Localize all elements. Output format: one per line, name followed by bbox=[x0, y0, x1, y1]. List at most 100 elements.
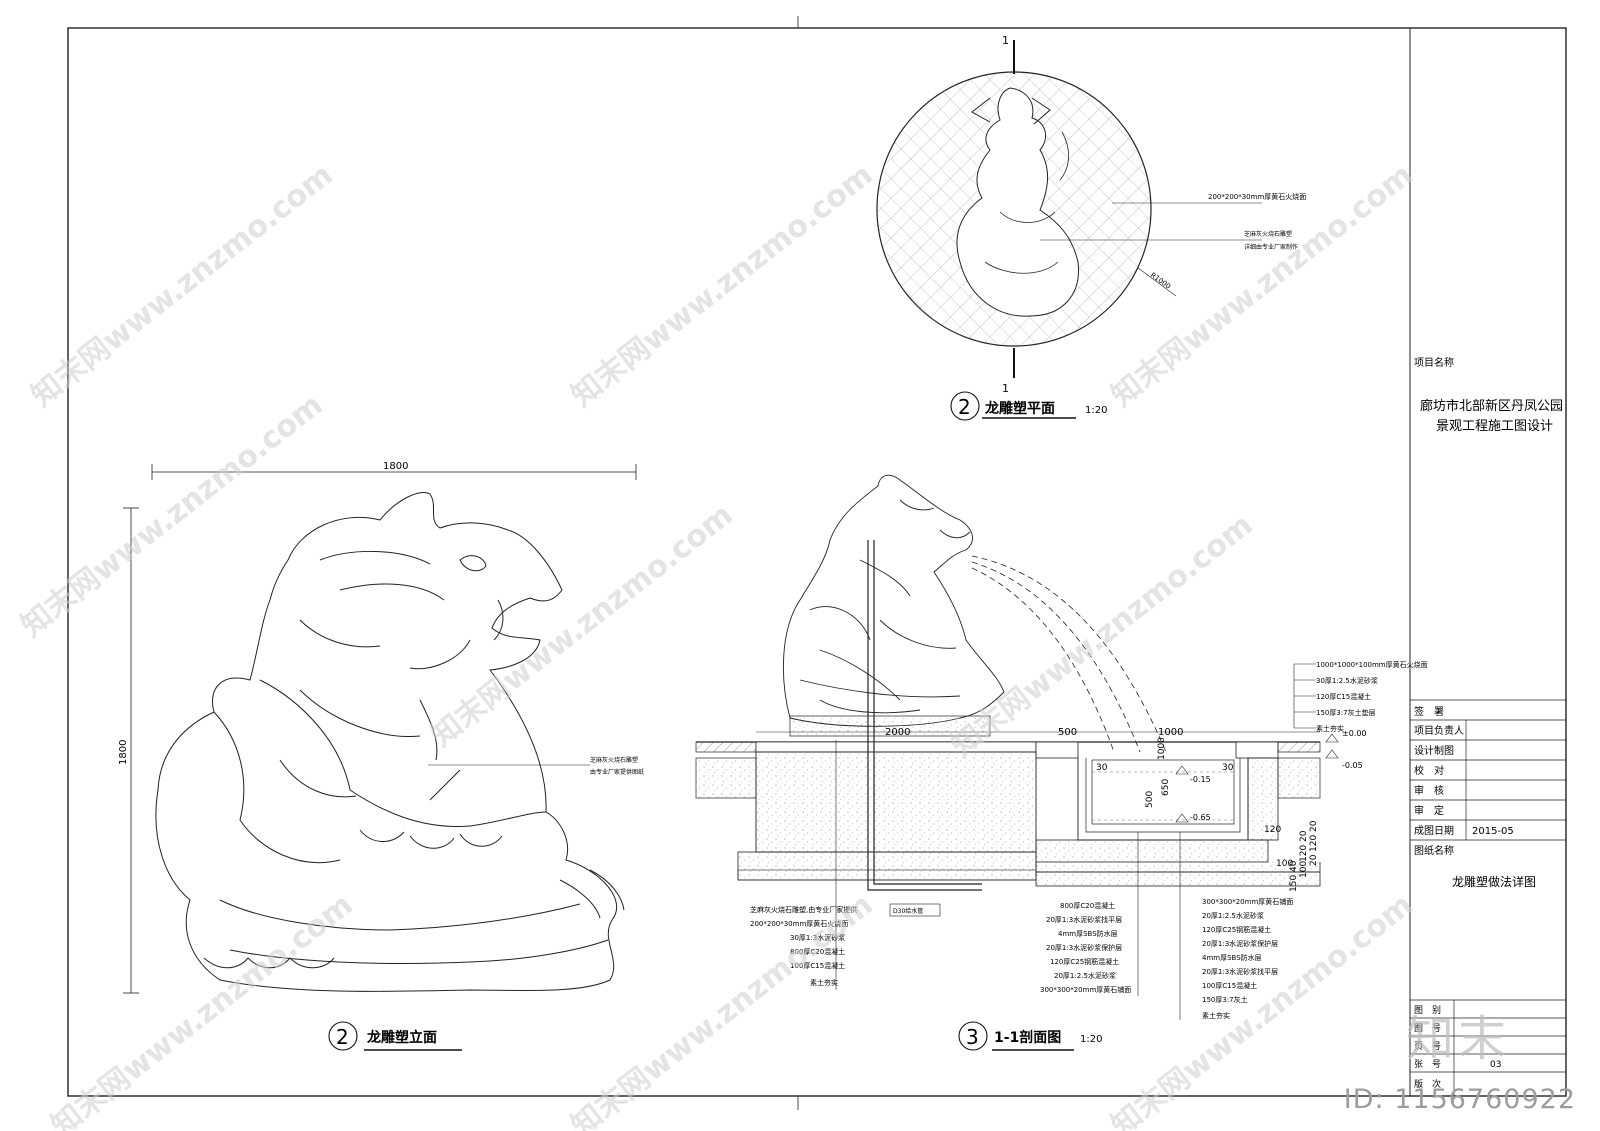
tb-row-3-label: 校 对 bbox=[1414, 764, 1444, 777]
brand-watermark: 知末 bbox=[1405, 1011, 1510, 1067]
ml-2: 20厚1:3水泥砂浆找平层 bbox=[1046, 915, 1122, 924]
ml-5: 120厚C25钢筋混凝土 bbox=[1050, 957, 1119, 966]
dim-30b: 30 bbox=[1222, 763, 1234, 773]
ll-4: 800厚C20混凝土 bbox=[790, 947, 845, 956]
dim-500v: 500 bbox=[1145, 791, 1155, 808]
section-side-dims: 30 30 500 650 1000 120 40 100 150 100 20… bbox=[1096, 737, 1319, 892]
dim-120a: 120 bbox=[1264, 825, 1281, 835]
elev-015: -0.15 bbox=[1190, 775, 1211, 784]
pl-9: 素土夯实 bbox=[1202, 1011, 1230, 1020]
section-title-num: 3 bbox=[966, 1025, 979, 1049]
plan-note-2: 芝麻灰火烧石雕塑 bbox=[1244, 230, 1292, 238]
tb-brow-3-value: 03 bbox=[1490, 1060, 1501, 1070]
ll-2: 200*200*30mm厚黄石火烧面 bbox=[750, 919, 848, 928]
title-block: 项目名称 廊坊市北部新区丹凤公园 景观工程施工图设计 签 署 项目负责人 设计制… bbox=[1410, 356, 1566, 1096]
image-id-label: ID: 1156760922 bbox=[1343, 1084, 1576, 1115]
tb-brow-0-label: 图 别 bbox=[1414, 1005, 1441, 1016]
ml-6: 20厚1:2.5水泥砂浆 bbox=[1054, 971, 1116, 980]
pl-1: 300*300*20mm厚黄石铺面 bbox=[1202, 897, 1293, 906]
plan-note-3: 详细由专业厂家制作 bbox=[1244, 243, 1298, 251]
plan-note-1: 200*200*30mm厚黄石火烧面 bbox=[1208, 192, 1306, 201]
section-mid-layers: 800厚C20混凝土 20厚1:3水泥砂浆找平层 4mm厚SBS防水层 20厚1… bbox=[1040, 832, 1139, 996]
pl-5: 4mm厚SBS防水层 bbox=[1202, 953, 1262, 962]
ll-5: 100厚C15混凝土 bbox=[790, 961, 845, 970]
plan-radius: R1000 bbox=[1149, 271, 1172, 291]
tb-sign-rows bbox=[1410, 719, 1566, 1096]
tb-brow-2-label: 页 号 bbox=[1414, 1041, 1441, 1052]
tb-project-name: 廊坊市北部新区丹凤公园 bbox=[1420, 398, 1563, 414]
tb-row-1-label: 项目负责人 bbox=[1414, 724, 1464, 737]
elev-note-1: 芝麻灰火烧石雕塑 bbox=[590, 756, 638, 764]
elev-height-dim: 1800 bbox=[118, 740, 129, 765]
ml-3: 4mm厚SBS防水层 bbox=[1058, 929, 1118, 938]
section-elevations: ±0.00 -0.05 -0.15 -0.65 bbox=[1175, 729, 1367, 823]
tb-drawing-name: 龙雕塑做法详图 bbox=[1452, 874, 1536, 889]
elev-005: -0.05 bbox=[1342, 761, 1363, 770]
dim-100b: 100 bbox=[1299, 861, 1309, 878]
pl-6: 20厚1:3水泥砂浆找平层 bbox=[1202, 967, 1278, 976]
tb-row-6-value: 2015-05 bbox=[1472, 826, 1514, 837]
section-left-layers: 芝麻灰火烧石雕塑,由专业厂家提供 200*200*30mm厚黄石火烧面 30厚1… bbox=[750, 740, 857, 990]
ll-3: 30厚1:3水泥砂浆 bbox=[790, 933, 845, 942]
tb-drawing-label: 图纸名称 bbox=[1414, 844, 1454, 857]
dim-120c: 120 bbox=[1309, 835, 1319, 852]
elev-width-dim: 1800 bbox=[383, 461, 408, 472]
section-right-layers: 1000*1000*100mm厚黄石火烧面 30厚1:2.5水泥砂浆 120厚C… bbox=[1293, 660, 1428, 733]
plan-title: 2 龙雕塑平面 1:20 bbox=[950, 391, 1107, 421]
section-view: D30给水管 2000 500 1000 30 30 500 650 1000 … bbox=[695, 474, 1428, 1020]
tb-row-0-label: 签 署 bbox=[1414, 705, 1444, 718]
rl-2: 30厚1:2.5水泥砂浆 bbox=[1316, 676, 1378, 685]
dim-20c: 20 bbox=[1309, 854, 1319, 866]
dim-120b: 120 bbox=[1299, 845, 1309, 862]
elev-065: -0.65 bbox=[1190, 813, 1211, 822]
dim-1000v: 1000 bbox=[1157, 737, 1167, 760]
pl-3: 120厚C25钢筋混凝土 bbox=[1202, 925, 1271, 934]
dim-100a: 100 bbox=[1276, 859, 1293, 869]
dim-150: 150 bbox=[1289, 875, 1299, 892]
section-pool-layers: 300*300*20mm厚黄石铺面 20厚1:2.5水泥砂浆 120厚C25钢筋… bbox=[1179, 832, 1293, 1020]
elev-title-text: 龙雕塑立面 bbox=[366, 1029, 437, 1046]
dim-1000: 1000 bbox=[1158, 727, 1183, 738]
elev-000: ±0.00 bbox=[1342, 729, 1367, 738]
pl-7: 100厚C15混凝土 bbox=[1202, 981, 1257, 990]
pl-8: 150厚3:7灰土 bbox=[1202, 995, 1248, 1004]
tb-project-label: 项目名称 bbox=[1414, 356, 1454, 369]
tb-row-2-label: 设计制图 bbox=[1414, 744, 1454, 757]
elevation-title: 2 龙雕塑立面 bbox=[328, 1021, 462, 1051]
dim-2000: 2000 bbox=[885, 727, 910, 738]
plan-title-scale: 1:20 bbox=[1085, 405, 1107, 416]
ll-1: 芝麻灰火烧石雕塑,由专业厂家提供 bbox=[750, 905, 857, 914]
tb-row-6-label: 成图日期 bbox=[1414, 825, 1454, 837]
sheet-frame bbox=[67, 16, 1567, 1110]
dim-20a: 20 bbox=[1299, 830, 1309, 842]
plan-title-text: 龙雕塑平面 bbox=[984, 400, 1055, 417]
ml-7: 300*300*20mm厚黄石铺面 bbox=[1040, 985, 1131, 994]
elev-title-num: 2 bbox=[336, 1025, 349, 1049]
section-pool bbox=[1035, 757, 1321, 887]
dim-650v: 650 bbox=[1161, 779, 1171, 796]
elevation-view: 1800 1800 芝麻灰火烧石雕塑 由专业厂家提供图纸 bbox=[118, 461, 644, 994]
section-statue-drawing bbox=[782, 474, 1005, 727]
elev-note-2: 由专业厂家提供图纸 bbox=[590, 768, 644, 776]
dim-500: 500 bbox=[1058, 727, 1077, 738]
plan-view: 1 1 200*200*30mm厚黄石火烧面 芝麻灰火烧石雕塑 详细由专业厂家制… bbox=[876, 34, 1306, 395]
plan-dragon-outline bbox=[956, 87, 1079, 317]
section-mark-bottom: 1 bbox=[1002, 382, 1009, 395]
tb-row-5-label: 审 定 bbox=[1414, 804, 1444, 817]
tb-row-4-label: 审 核 bbox=[1414, 784, 1444, 797]
rl-1: 1000*1000*100mm厚黄石火烧面 bbox=[1316, 660, 1428, 669]
section-mark-top: 1 bbox=[1002, 34, 1009, 47]
plan-title-num: 2 bbox=[958, 395, 971, 419]
dim-20b: 20 bbox=[1309, 820, 1319, 832]
section-title: 3 1-1剖面图 1:20 bbox=[958, 1021, 1102, 1051]
ml-4: 20厚1:3水泥砂浆保护层 bbox=[1046, 943, 1122, 952]
section-title-scale: 1:20 bbox=[1080, 1034, 1102, 1045]
ll-6: 素土夯实 bbox=[810, 978, 838, 987]
dim-30a: 30 bbox=[1096, 763, 1108, 773]
rl-4: 150厚3:7灰土垫层 bbox=[1316, 708, 1376, 717]
tb-brow-3-label: 张 号 bbox=[1414, 1059, 1441, 1070]
tb-brow-1-label: 图 号 bbox=[1414, 1023, 1441, 1034]
section-top-dims: 2000 500 1000 bbox=[756, 727, 1320, 738]
